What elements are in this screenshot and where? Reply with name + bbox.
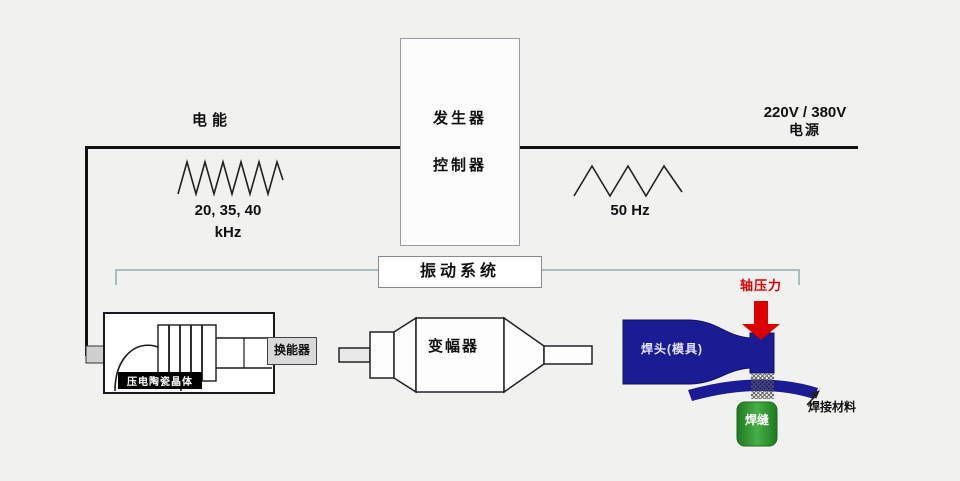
horn-label: 焊头(模具) (641, 342, 703, 356)
high-frequency-waveform-icon (177, 159, 284, 197)
electric-energy-label: 电能 (192, 112, 233, 129)
vibration-bracket-right-end (798, 269, 800, 285)
booster-label: 变幅器 (428, 338, 480, 355)
transducer-stud (216, 337, 272, 369)
booster-rod-right (543, 345, 593, 365)
vibration-system-box: 振动系统 (378, 256, 542, 288)
weld-material-label: 焊接材料 (808, 400, 857, 414)
khz-values-label: 20, 35, 40 (194, 202, 262, 219)
weld-contact-hatch (751, 373, 774, 399)
piezo-stack (157, 324, 217, 382)
generator-label: 发生器 (432, 109, 487, 127)
vibration-bracket-left-end (115, 269, 117, 285)
pressure-arrow-icon (742, 301, 780, 340)
power-line-left-drop (85, 146, 88, 356)
controller-label: 控制器 (432, 157, 487, 174)
horn-shape (622, 319, 775, 385)
weld-seam-label: 焊缝 (744, 413, 769, 427)
khz-unit-label: kHz (214, 224, 242, 241)
pressure-label: 轴压力 (739, 278, 782, 293)
mains-frequency-label: 50 Hz (610, 202, 650, 219)
mains-waveform-icon (573, 164, 683, 198)
weld-material-pointer (806, 390, 820, 406)
vibration-bracket-left (115, 269, 378, 271)
booster-body (415, 317, 505, 393)
booster-taper-down (503, 316, 545, 394)
horn-assembly-drawing (622, 301, 820, 447)
power-line-right-segment (518, 146, 858, 149)
booster-block-small (369, 331, 395, 379)
generator-controller-box: 发生器 控制器 (400, 38, 520, 246)
transducer-connector (85, 345, 105, 364)
vibration-bracket-right (540, 269, 800, 271)
booster-drawing (338, 316, 593, 394)
mains-power-label: 电源 (789, 122, 821, 138)
transducer-label: 换能器 (273, 343, 310, 358)
weld-seam-shape (736, 401, 778, 447)
booster-shaft-left (338, 347, 371, 363)
transducer-label-box: 换能器 (267, 337, 317, 365)
booster-taper-up (393, 316, 417, 394)
power-line-left-segment (86, 146, 402, 149)
vibration-system-label: 振动系统 (419, 262, 500, 280)
piezo-crystal-label: 压电陶瓷晶体 (118, 372, 202, 389)
mains-voltage-label: 220V / 380V (763, 104, 847, 121)
